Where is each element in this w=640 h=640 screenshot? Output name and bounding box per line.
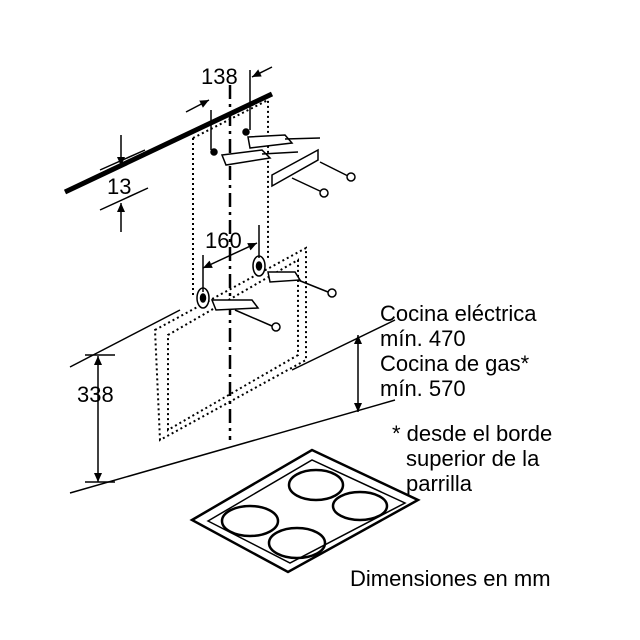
- burner-front-right: [267, 526, 327, 560]
- gas-min-label: mín. 570: [380, 376, 466, 401]
- dim-13-lines: [99, 135, 149, 232]
- lower-fixings: [196, 255, 337, 332]
- dim-label-160: 160: [205, 228, 242, 253]
- burner-front-left: [220, 504, 280, 538]
- burner-back-left: [287, 468, 345, 502]
- electric-min-label: mín. 470: [380, 326, 466, 351]
- gas-cooktop-label: Cocina de gas*: [380, 351, 530, 376]
- upper-fixings: [210, 128, 356, 198]
- burner-back-right: [331, 490, 389, 522]
- dim-label-138: 138: [201, 64, 238, 89]
- hood-outline: [153, 246, 307, 442]
- wall-lines: [69, 309, 396, 494]
- upper-chimney-outline: [192, 98, 269, 295]
- dim-160-lines: [202, 225, 260, 292]
- cooktop: [189, 448, 421, 574]
- cooktop-distance-notes: Cocina eléctrica mín. 470 Cocina de gas*…: [380, 301, 537, 401]
- dim-138-lines: [185, 66, 273, 150]
- footnote-line-2: superior de la: [406, 446, 540, 471]
- units-label: Dimensiones en mm: [350, 566, 551, 591]
- dim-label-13: 13: [107, 174, 132, 199]
- footnote-line-1: * desde el borde: [392, 421, 553, 446]
- footnote-line-3: parrilla: [406, 471, 473, 496]
- dim-338-lines: [85, 354, 115, 483]
- ceiling-line: [63, 91, 274, 195]
- footnote: * desde el borde superior de la parrilla: [392, 421, 552, 496]
- electric-cooktop-label: Cocina eléctrica: [380, 301, 537, 326]
- dim-label-338: 338: [77, 382, 114, 407]
